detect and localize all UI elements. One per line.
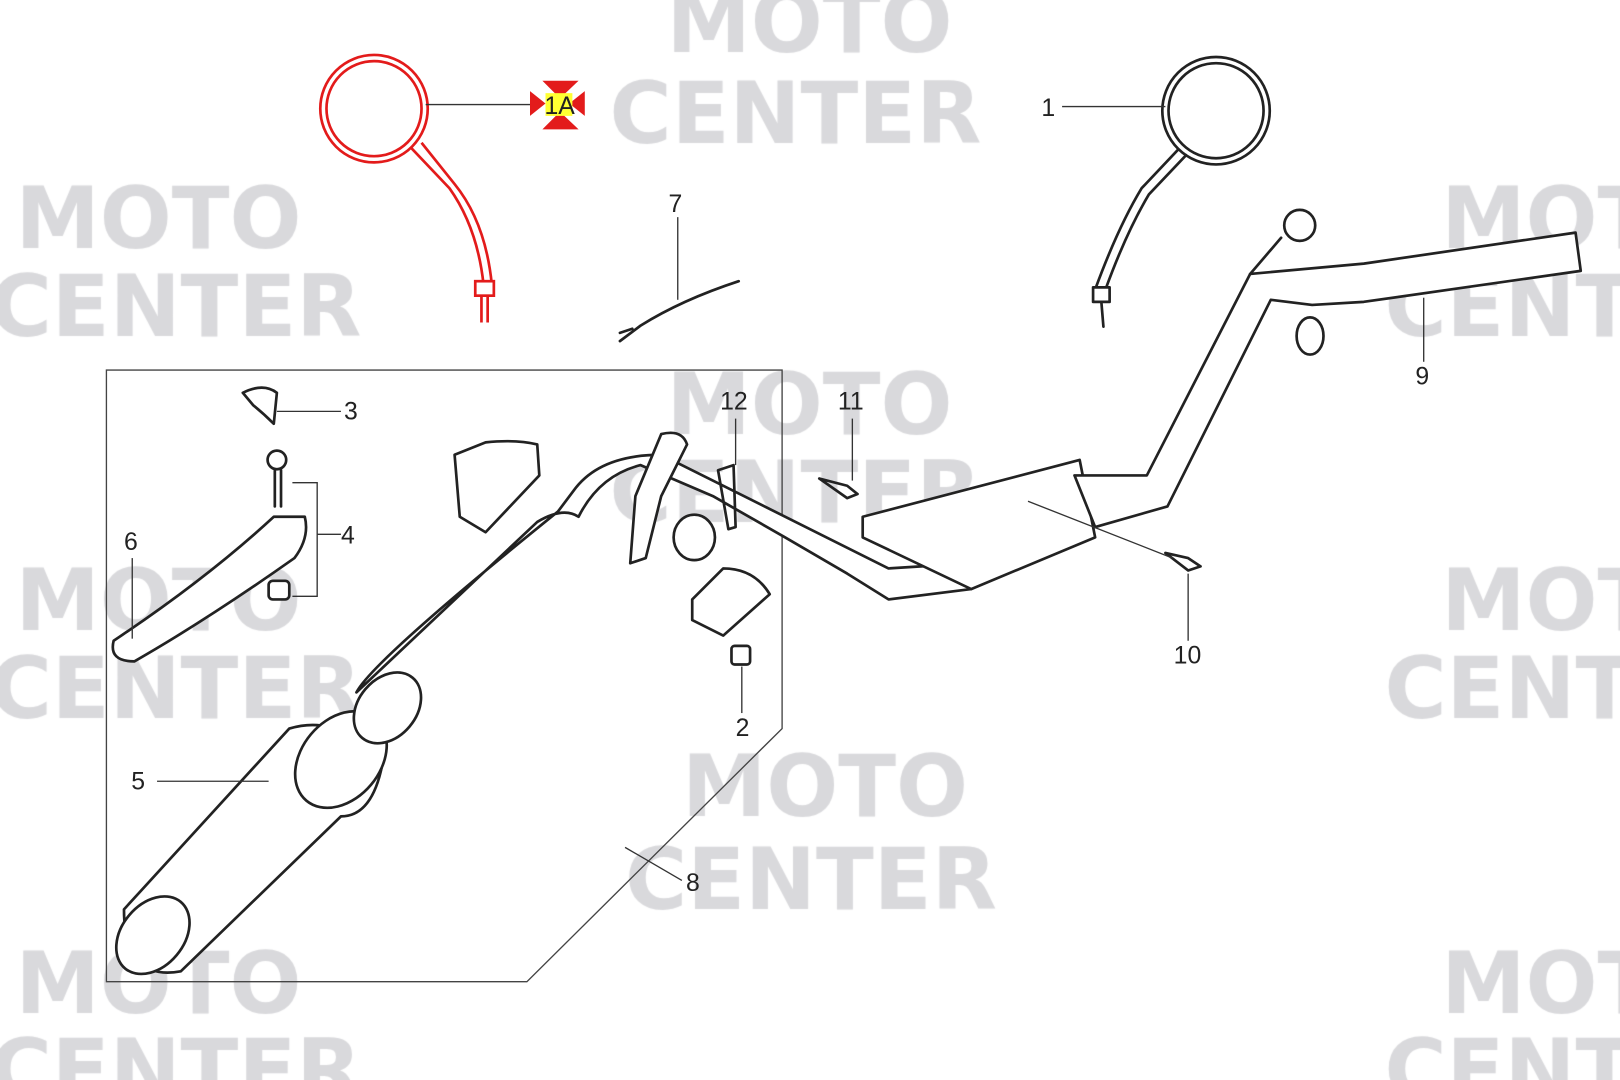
selected-marker-1a[interactable]: 1A xyxy=(530,80,585,130)
callout-9[interactable]: 9 xyxy=(1415,364,1429,391)
callout-5[interactable]: 5 xyxy=(131,769,145,796)
assembly-box-8 xyxy=(105,369,783,983)
callout-1[interactable]: 1 xyxy=(1041,95,1055,122)
part-6-lever[interactable] xyxy=(111,515,308,663)
callout-12[interactable]: 12 xyxy=(720,388,748,415)
part-11-screw[interactable] xyxy=(817,477,859,500)
part-10-screw[interactable] xyxy=(1164,551,1202,572)
part-12-bolt[interactable] xyxy=(716,463,737,531)
part-4-bolt-nut[interactable] xyxy=(266,449,291,601)
part-7-cable[interactable] xyxy=(618,279,741,343)
callout-6[interactable]: 6 xyxy=(124,529,138,556)
part-1-mirror[interactable] xyxy=(1091,55,1272,328)
callout-7[interactable]: 7 xyxy=(668,191,682,218)
part-1a-mirror-highlighted[interactable] xyxy=(318,53,496,323)
callout-3[interactable]: 3 xyxy=(344,399,358,426)
callout-10[interactable]: 10 xyxy=(1174,642,1202,669)
handlebar-left[interactable] xyxy=(340,431,973,757)
handlebar-right[interactable] xyxy=(1073,208,1583,529)
callout-8[interactable]: 8 xyxy=(686,870,700,897)
part-3-clip[interactable] xyxy=(241,386,279,426)
callout-1a: 1A xyxy=(544,93,575,120)
callout-2[interactable]: 2 xyxy=(736,715,750,742)
callout-4[interactable]: 4 xyxy=(341,523,355,550)
leader-lines xyxy=(131,103,1425,882)
handlebar-clamp[interactable] xyxy=(861,458,1097,591)
callout-11[interactable]: 11 xyxy=(838,388,864,415)
